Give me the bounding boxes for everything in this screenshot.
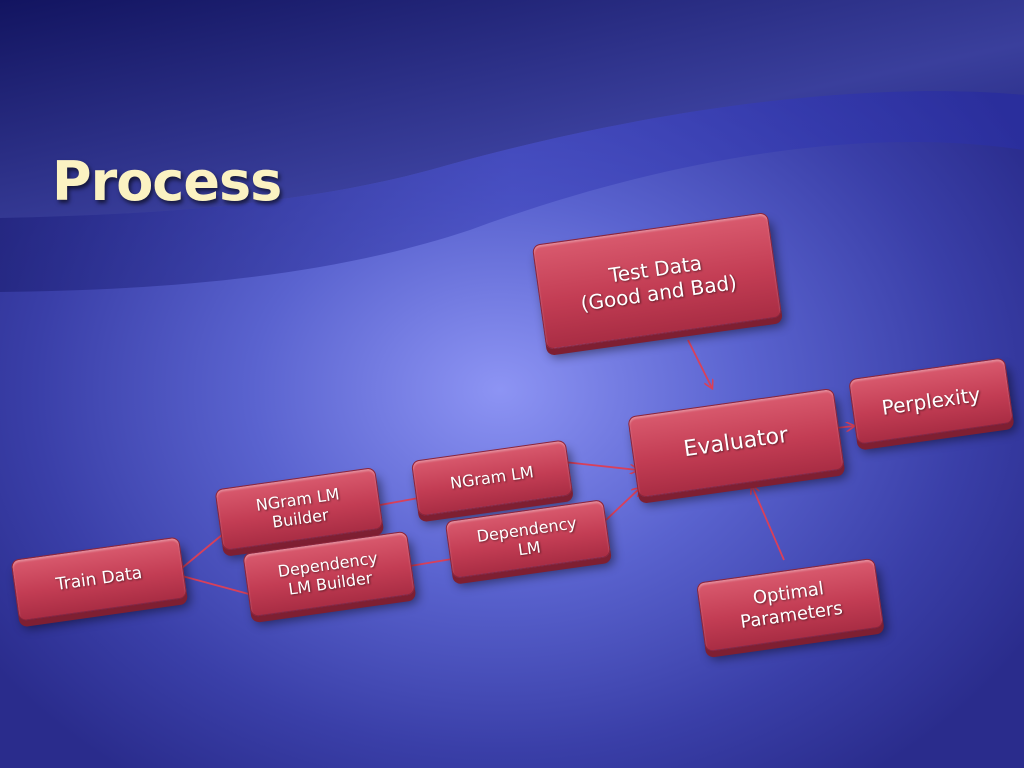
arrow-optimal-parameters-to-evaluator: [752, 486, 785, 561]
slide-title: Process: [52, 150, 282, 213]
perplexity-label: Perplexity: [880, 382, 982, 420]
train-data-label: Train Data: [54, 562, 144, 595]
arrow-ngram-lm-to-evaluator: [563, 461, 638, 470]
ngram-lm-label: NGram LM: [448, 462, 535, 494]
evaluator-label: Evaluator: [682, 422, 790, 462]
link-train-to-dependency-builder: [181, 575, 257, 597]
arrow-dependency-lm-to-evaluator: [605, 488, 640, 521]
arrow-test-data-to-evaluator: [687, 339, 712, 388]
